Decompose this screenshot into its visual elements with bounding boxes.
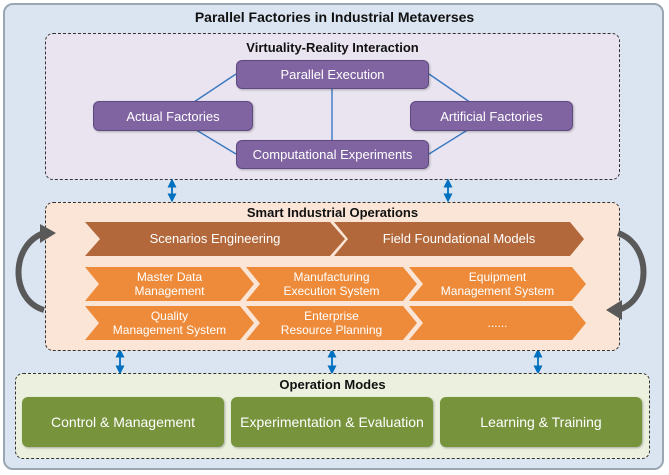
parallel-execution-node: Parallel Execution — [236, 60, 429, 89]
chevron-master-data — [85, 267, 254, 301]
chevron-mes — [246, 267, 417, 301]
label-scenarios-engineering: Scenarios Engineering — [149, 231, 281, 246]
mode-learning-training: Learning & Training — [440, 397, 642, 447]
label-field-foundational-models: Field Foundational Models — [382, 231, 536, 246]
right-cycle-arrow — [616, 230, 647, 313]
left-cycle-arrow — [15, 230, 46, 313]
mode-control-management: Control & Management — [22, 397, 224, 447]
vri-title: Virtuality-Reality Interaction — [246, 40, 419, 55]
chevron-field-foundational-models — [334, 222, 584, 256]
left-cycle-arrowhead — [40, 224, 56, 243]
artificial-factories-node: Artificial Factories — [410, 101, 573, 131]
page-title: Parallel Factories in Industrial Metaver… — [194, 9, 475, 25]
chevron-quality — [85, 306, 254, 340]
right-cycle-arrowhead — [606, 300, 622, 320]
actual-factories-node: Actual Factories — [93, 101, 253, 131]
sio-title: Smart Industrial Operations — [246, 205, 419, 220]
modes-title: Operation Modes — [279, 377, 386, 392]
label-more: ...... — [487, 316, 508, 330]
chevron-equipment — [409, 267, 586, 301]
computational-experiments-node: Computational Experiments — [236, 140, 429, 169]
mode-experimentation-evaluation: Experimentation & Evaluation — [231, 397, 433, 447]
chevron-erp — [246, 306, 417, 340]
chevron-scenarios-engineering — [85, 222, 345, 256]
chevron-more — [409, 306, 586, 340]
